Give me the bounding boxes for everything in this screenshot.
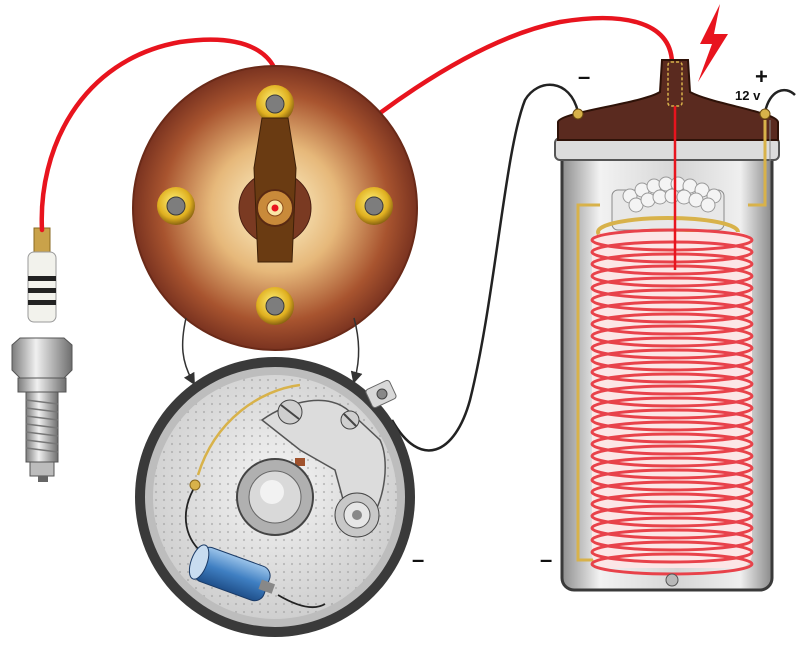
coil-windings	[590, 228, 754, 576]
ignition-coil-icon	[554, 59, 780, 592]
rotor-arm	[238, 117, 312, 263]
coil-voltage-label: 12 v	[735, 88, 761, 103]
cap-terminal-left	[157, 187, 195, 225]
lightning-bolt-icon	[698, 4, 728, 82]
plug-lead-wire	[39, 37, 282, 233]
points-to-coil-wire	[390, 83, 580, 452]
arrow-right	[350, 317, 363, 384]
spark-plug-icon	[11, 227, 73, 482]
arrow-left	[181, 317, 195, 386]
distributor-ground-label: –	[412, 547, 424, 572]
coil-ground-label: –	[540, 547, 552, 572]
cap-terminal-bottom	[256, 287, 294, 325]
coil-positive-label: +	[755, 64, 768, 89]
breaker-points-icon	[135, 357, 415, 637]
battery-feed-wire	[763, 88, 796, 113]
condenser-icon	[188, 544, 326, 609]
distributor-cap-icon	[132, 65, 418, 351]
coil-negative-label: –	[578, 64, 590, 89]
points-terminal	[365, 379, 397, 409]
cap-terminal-right	[355, 187, 393, 225]
cap-terminal-top	[256, 85, 294, 123]
